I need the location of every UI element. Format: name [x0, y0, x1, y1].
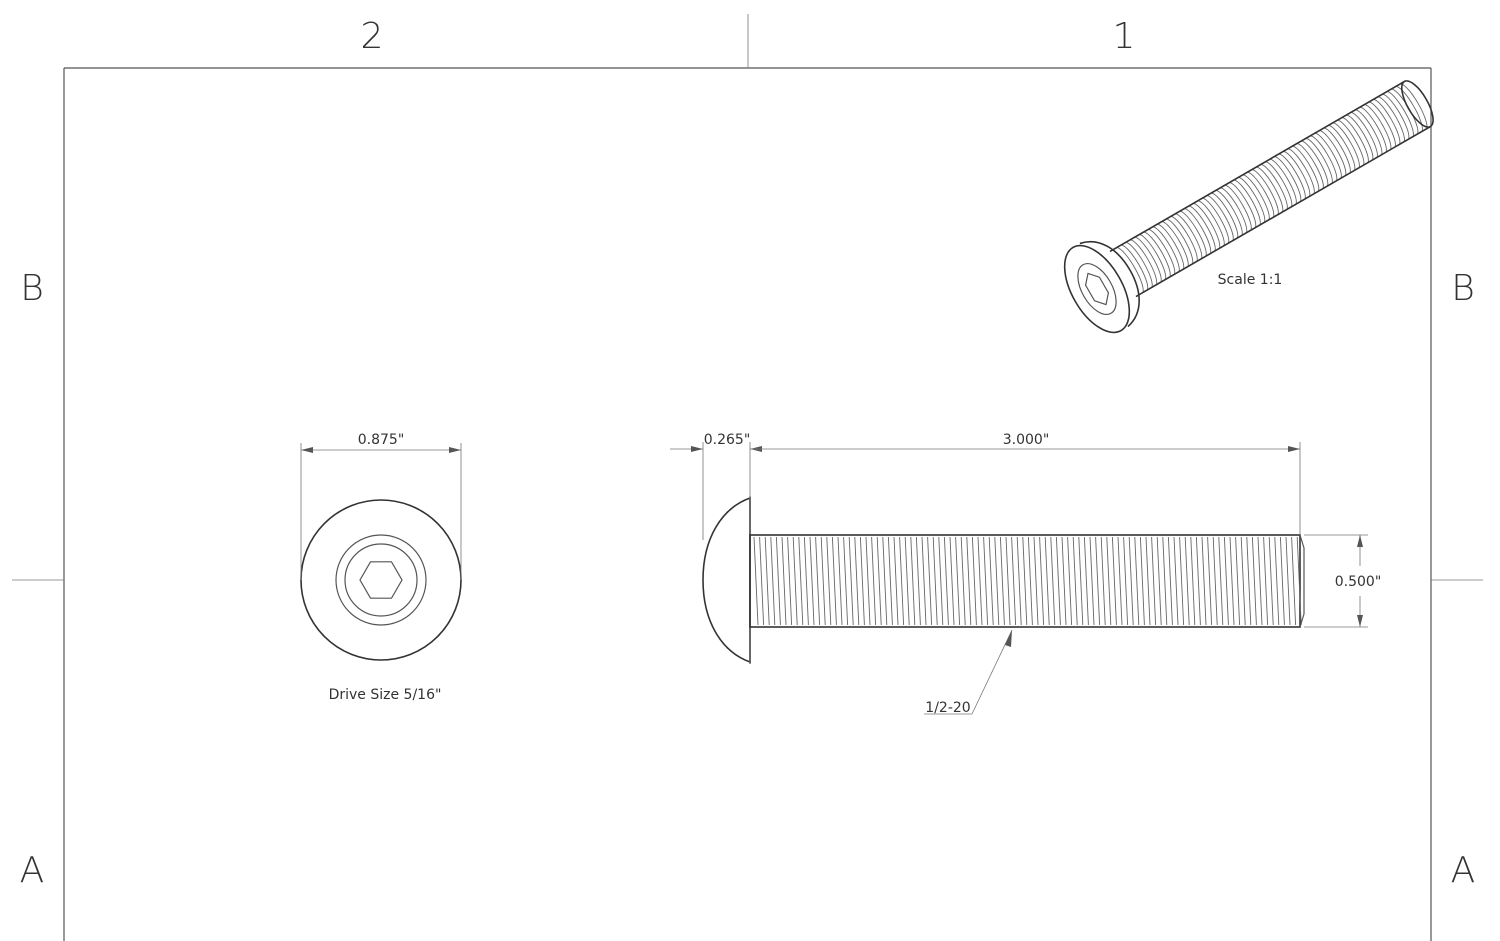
length-dimension-lines	[750, 442, 1301, 535]
isometric-view	[1063, 80, 1434, 334]
zone-label-top-2: 2	[361, 16, 384, 57]
sheet-border	[12, 14, 1483, 941]
drive-size-note: Drive Size 5/16"	[329, 687, 442, 703]
length-dimension: 3.000"	[1003, 432, 1050, 448]
head-height-dimension-lines	[670, 442, 762, 540]
zone-label-top-1: 1	[1113, 16, 1136, 57]
iso-thread-lines	[1116, 83, 1428, 293]
end-view	[300, 443, 462, 661]
zone-label-left-a: A	[20, 850, 45, 891]
head-height-dimension: 0.265"	[704, 432, 751, 448]
thread-callout-leader	[924, 629, 1013, 715]
thread-callout: 1/2-20	[925, 700, 970, 716]
side-view	[702, 496, 1305, 664]
zone-label-right-a: A	[1451, 850, 1476, 891]
diameter-dimension: 0.875"	[358, 432, 405, 448]
zone-label-right-b: B	[1451, 268, 1475, 309]
thread-lines	[753, 536, 1302, 626]
zone-label-left-b: B	[20, 268, 44, 309]
thread-diameter-dimension-lines	[1304, 534, 1368, 628]
thread-diameter-dimension: 0.500"	[1335, 574, 1382, 590]
scale-note: Scale 1:1	[1218, 272, 1283, 288]
